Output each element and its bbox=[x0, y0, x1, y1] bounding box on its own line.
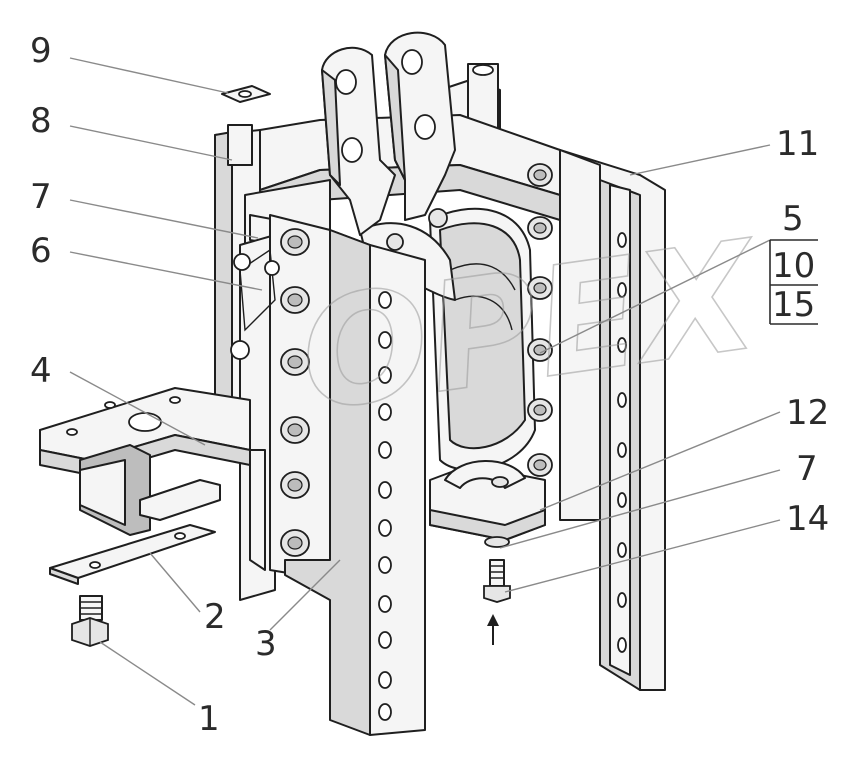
callout-11: 11 bbox=[776, 124, 819, 164]
callout-14: 14 bbox=[786, 499, 829, 539]
callout-3: 3 bbox=[255, 624, 277, 664]
mounting-hole bbox=[378, 291, 392, 309]
mounting-hole bbox=[378, 481, 392, 499]
callout-8: 8 bbox=[30, 101, 52, 141]
callout-7-lower: 7 bbox=[796, 449, 818, 489]
mounting-hole bbox=[378, 331, 392, 349]
base-plate bbox=[39, 387, 266, 571]
mounting-hole bbox=[378, 703, 392, 721]
mounting-hole bbox=[617, 232, 627, 248]
callout-15: 15 bbox=[772, 285, 815, 325]
mounting-hole bbox=[617, 442, 627, 458]
callout-12: 12 bbox=[786, 393, 829, 433]
bolt-head-icon bbox=[533, 459, 547, 471]
mounting-hole bbox=[378, 556, 392, 574]
mounting-hole bbox=[378, 671, 392, 689]
mounting-hole bbox=[617, 592, 627, 608]
callout-2: 2 bbox=[204, 597, 226, 637]
callout-5: 5 bbox=[782, 199, 804, 239]
mounting-hole bbox=[378, 595, 392, 613]
small-bolt-14 bbox=[483, 536, 511, 603]
bolt-head-icon bbox=[287, 536, 303, 550]
callout-6: 6 bbox=[30, 231, 52, 271]
mounting-hole bbox=[378, 366, 392, 384]
mounting-hole bbox=[378, 519, 392, 537]
mounting-hole bbox=[617, 392, 627, 408]
bolt-1 bbox=[71, 595, 109, 647]
washer-9 bbox=[221, 85, 271, 103]
callout-7-upper: 7 bbox=[30, 177, 52, 217]
mounting-hole bbox=[617, 637, 627, 653]
callout-9: 9 bbox=[30, 31, 52, 71]
mounting-hole bbox=[378, 403, 392, 421]
callout-1: 1 bbox=[198, 699, 220, 739]
bottom-jaw-block bbox=[429, 460, 546, 541]
bolt-head-icon bbox=[287, 423, 303, 437]
callout-labels: 9 8 7 6 4 11 5 10 15 12 7 14 2 3 1 bbox=[30, 31, 829, 739]
strip-plate bbox=[49, 524, 216, 585]
assembly-arrow-icon bbox=[487, 614, 499, 645]
callout-4: 4 bbox=[30, 351, 52, 391]
bolt-head-icon bbox=[287, 235, 303, 249]
mounting-hole bbox=[617, 542, 627, 558]
bolt-head-icon bbox=[533, 404, 547, 416]
bolt-head-icon bbox=[533, 169, 547, 181]
mounting-hole bbox=[617, 282, 627, 298]
mounting-hole bbox=[617, 337, 627, 353]
mounting-hole bbox=[378, 441, 392, 459]
leader-lines bbox=[69, 57, 781, 706]
mounting-hole bbox=[617, 492, 627, 508]
right-side-plate bbox=[559, 149, 666, 691]
assembly-drawing: OPEX bbox=[39, 31, 773, 736]
bolt-head-icon bbox=[287, 355, 303, 369]
right-bolt-column bbox=[527, 163, 553, 477]
mounting-hole bbox=[378, 631, 392, 649]
bolt-head-icon bbox=[533, 282, 547, 294]
lever-plates bbox=[321, 31, 456, 251]
bolt-head-icon bbox=[533, 222, 547, 234]
callout-10: 10 bbox=[772, 246, 815, 286]
bolt-head-icon bbox=[287, 478, 303, 492]
main-vertical-bar bbox=[284, 229, 426, 736]
bolt-head-icon bbox=[287, 293, 303, 307]
